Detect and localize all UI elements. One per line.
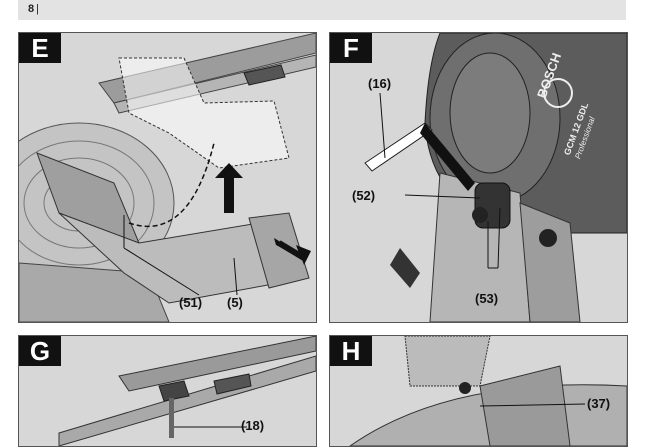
figure-panel-h: H (37)	[329, 335, 628, 447]
figure-panel-e: E (51) (5)	[18, 32, 317, 323]
callout-37: (37)	[587, 396, 611, 411]
illustration-f	[330, 33, 627, 322]
callout-18: (18)	[241, 418, 265, 433]
illustration-h	[330, 336, 627, 446]
panel-letter-e: E	[19, 33, 61, 63]
callout-5: (5)	[227, 295, 243, 310]
callout-53: (53)	[475, 291, 499, 306]
callout-16: (16)	[368, 76, 392, 91]
page-header-bar: 8|	[18, 0, 626, 20]
illustration-e	[19, 33, 316, 322]
callout-52: (52)	[352, 188, 376, 203]
page-number: 8|	[28, 3, 39, 15]
panel-letter-g: G	[19, 336, 61, 366]
figure-panel-g: G (18)	[18, 335, 317, 447]
callout-51: (51)	[179, 295, 203, 310]
panel-letter-f: F	[330, 33, 372, 63]
figure-panel-f: F (16) (52) (53) BOSCH GCM 12 GDL Profes…	[329, 32, 628, 323]
illustration-g	[19, 336, 316, 446]
panel-letter-h: H	[330, 336, 372, 366]
